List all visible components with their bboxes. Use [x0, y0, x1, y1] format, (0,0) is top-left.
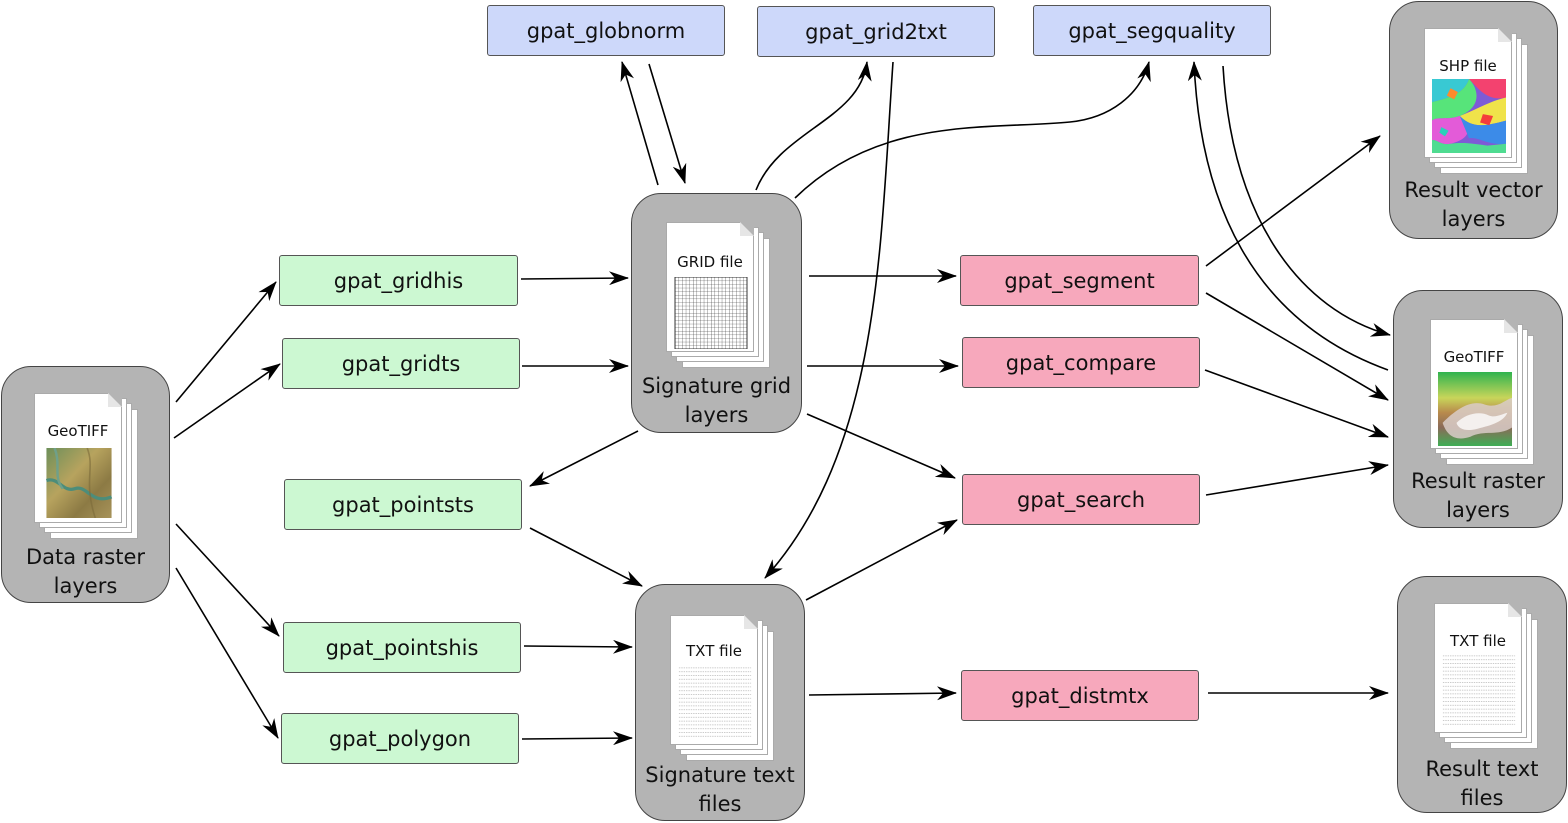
arrow-globnorm-siggrid — [648, 63, 687, 184]
node-result-vector-layers[interactable]: SHP file Result vector layers — [1389, 1, 1558, 239]
arrow-pointsts-sigtext — [529, 527, 643, 587]
arrow-raster-polygon — [175, 567, 279, 739]
terrain-thumbnail-icon — [45, 448, 113, 518]
node-signature-text-files[interactable]: TXT file Signature text files — [635, 584, 805, 821]
text-lines-thumbnail-icon — [1442, 655, 1516, 725]
tool-gpat-distmtx[interactable]: gpat_distmtx — [961, 670, 1199, 721]
file-type-label: SHP file — [1439, 57, 1497, 75]
node-result-text-files[interactable]: TXT file Result text files — [1397, 576, 1567, 813]
tool-gpat-gridhis[interactable]: gpat_gridhis — [279, 255, 518, 306]
arrow-segment-vector — [1205, 135, 1381, 267]
grid-thumbnail-icon — [674, 277, 748, 349]
node-result-raster-layers[interactable]: GeoTIFF Result raster layers — [1393, 290, 1563, 528]
node-label: Result vector layers — [1404, 178, 1543, 231]
arrow-raster-segquality — [1187, 61, 1389, 371]
arrow-gridhis-siggrid — [520, 271, 629, 286]
file-type-label: GRID file — [677, 253, 743, 271]
tool-gpat-compare[interactable]: gpat_compare — [962, 337, 1200, 388]
vector-map-thumbnail-icon — [1432, 79, 1506, 153]
elevation-thumbnail-icon — [1438, 372, 1512, 446]
tool-gpat-pointsts[interactable]: gpat_pointsts — [284, 479, 522, 530]
tool-gpat-search[interactable]: gpat_search — [962, 474, 1200, 525]
arrow-siggrid-segquality — [794, 61, 1151, 199]
node-label: Result raster layers — [1411, 469, 1545, 522]
tool-gpat-pointshis[interactable]: gpat_pointshis — [283, 622, 521, 673]
tool-gpat-segquality[interactable]: gpat_segquality — [1033, 5, 1271, 56]
arrow-grid2txt-sigtext — [764, 61, 894, 579]
arrow-sigtext-distmtx — [808, 686, 957, 701]
file-type-label: GeoTIFF — [47, 422, 109, 440]
node-label: Data raster layers — [25, 545, 146, 598]
arrow-siggrid-search — [806, 413, 956, 479]
arrow-sigtext-search — [805, 519, 958, 601]
arrow-raster-gridts — [173, 363, 281, 439]
arrow-polygon-sigtext — [521, 731, 633, 746]
file-type-label: TXT file — [1450, 632, 1506, 650]
tool-gpat-grid2txt[interactable]: gpat_grid2txt — [757, 6, 995, 57]
arrow-segquality-raster — [1222, 65, 1391, 337]
arrow-search-raster — [1205, 461, 1389, 496]
node-label: Signature text files — [645, 763, 795, 816]
arrow-raster-gridhis — [175, 281, 277, 403]
arrow-compare-raster — [1204, 369, 1389, 438]
arrow-siggrid-pointsts — [529, 430, 639, 487]
node-signature-grid-layers[interactable]: GRID file Signature grid layers — [631, 193, 802, 433]
node-data-raster-layers[interactable]: GeoTIFF Data raster layers — [1, 366, 170, 603]
tool-gpat-polygon[interactable]: gpat_polygon — [281, 713, 519, 764]
arrow-raster-pointshis — [175, 523, 280, 637]
arrow-pointshis-sigtext — [523, 639, 633, 654]
arrow-segment-raster — [1205, 292, 1389, 401]
tool-gpat-globnorm[interactable]: gpat_globnorm — [487, 5, 725, 56]
arrow-siggrid-grid2txt — [755, 61, 872, 191]
tool-gpat-gridts[interactable]: gpat_gridts — [282, 338, 520, 389]
file-type-label: TXT file — [686, 642, 742, 660]
arrow-siggrid-globnorm — [620, 61, 659, 186]
node-label: Result text files — [1425, 757, 1539, 810]
text-lines-thumbnail-icon — [678, 667, 752, 737]
node-label: Signature grid layers — [641, 374, 792, 427]
tool-gpat-segment[interactable]: gpat_segment — [960, 255, 1199, 306]
file-type-label: GeoTIFF — [1443, 348, 1505, 366]
